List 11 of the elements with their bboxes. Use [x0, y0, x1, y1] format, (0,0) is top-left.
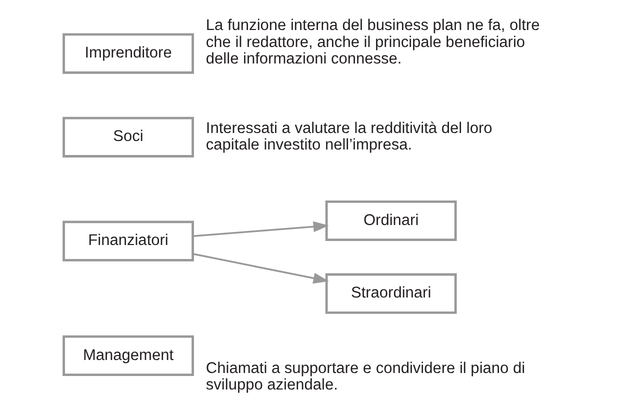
node-box: Soci	[62, 116, 194, 158]
arrow	[192, 221, 329, 237]
node-label: Chiamati a supportare e condividere il piano di sviluppo aziendale.	[206, 360, 526, 394]
arrow	[192, 252, 329, 284]
node-box: Finanziatori	[62, 220, 194, 262]
node-box: Imprenditore	[62, 33, 194, 74]
node-box: Management	[62, 335, 194, 376]
node-box: Ordinari	[325, 200, 457, 242]
node-box: Straordinari	[325, 273, 457, 314]
node-label: Interessati a valutare la redditività del loro capitale investito nell’impresa.	[206, 120, 492, 154]
node-label: La funzione interna del business plan ne fa, oltre che il redattore, anche il principale beneficiario delle informazioni connesse.	[206, 17, 540, 68]
